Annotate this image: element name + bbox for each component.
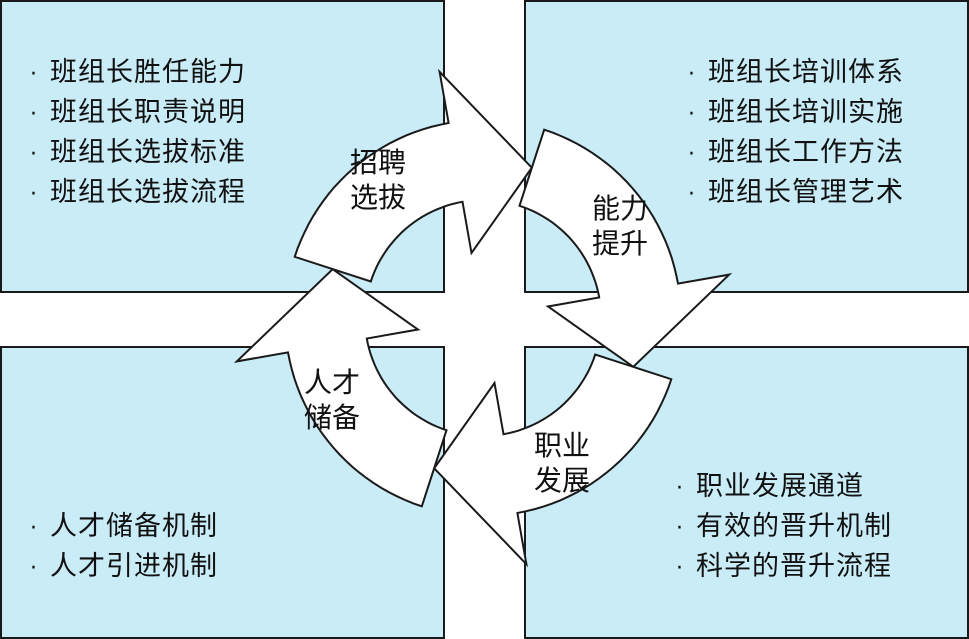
list-item: ·班组长培训实施 xyxy=(688,94,904,134)
bullet-icon: · xyxy=(688,142,696,167)
stage-label-line: 人才 xyxy=(304,366,360,399)
bullet-icon: · xyxy=(676,516,684,541)
list-item: ·科学的晋升流程 xyxy=(676,548,892,588)
bullet-icon: · xyxy=(688,182,696,207)
recruit-select-list: ·班组长胜任能力 ·班组长职责说明 ·班组长选拔标准 ·班组长选拔流程 xyxy=(30,54,246,214)
bullet-icon: · xyxy=(688,62,696,87)
career-list: ·职业发展通道 ·有效的晋升机制 ·科学的晋升流程 xyxy=(676,468,892,588)
list-item: ·班组长选拔标准 xyxy=(30,134,246,174)
bullet-icon: · xyxy=(676,556,684,581)
quadrant-recruit-select: ·班组长胜任能力 ·班组长职责说明 ·班组长选拔标准 ·班组长选拔流程 xyxy=(0,0,445,293)
stage-label-line: 选拔 xyxy=(350,181,406,214)
bullet-icon: · xyxy=(30,556,38,581)
arrow-career-to-reserve xyxy=(432,353,673,568)
arrow-reserve-to-recruit xyxy=(233,267,448,508)
cycle-arrows xyxy=(233,68,733,568)
list-item: ·有效的晋升机制 xyxy=(676,508,892,548)
list-item: ·人才储备机制 xyxy=(30,508,218,548)
list-item: ·班组长职责说明 xyxy=(30,94,246,134)
list-item: ·班组长培训体系 xyxy=(688,54,904,94)
bullet-icon: · xyxy=(30,516,38,541)
bullet-icon: · xyxy=(30,142,38,167)
bullet-icon: · xyxy=(30,102,38,127)
stage-label-line: 能力 xyxy=(592,192,648,225)
bullet-icon: · xyxy=(30,62,38,87)
stage-label-line: 提升 xyxy=(592,227,648,260)
bullet-icon: · xyxy=(676,476,684,501)
stage-labels: 招聘 选拔 能力 提升 职业 发展 人才 储备 xyxy=(304,146,648,497)
list-item: ·职业发展通道 xyxy=(676,468,892,508)
list-item: ·班组长胜任能力 xyxy=(30,54,246,94)
arrow-capability-to-career xyxy=(518,128,733,369)
stage-label-line: 职业 xyxy=(534,429,590,462)
list-item: ·班组长管理艺术 xyxy=(688,174,904,214)
capability-list: ·班组长培训体系 ·班组长培训实施 ·班组长工作方法 ·班组长管理艺术 xyxy=(688,54,904,214)
talent-reserve-list: ·人才储备机制 ·人才引进机制 xyxy=(30,508,218,588)
list-item: ·人才引进机制 xyxy=(30,548,218,588)
list-item: ·班组长选拔流程 xyxy=(30,174,246,214)
stage-label-line: 发展 xyxy=(534,464,590,497)
bullet-icon: · xyxy=(30,182,38,207)
list-item: ·班组长工作方法 xyxy=(688,134,904,174)
stage-label-line: 招聘 xyxy=(350,146,406,179)
bullet-icon: · xyxy=(688,102,696,127)
arrow-recruit-to-capability xyxy=(293,68,534,283)
quadrant-capability: ·班组长培训体系 ·班组长培训实施 ·班组长工作方法 ·班组长管理艺术 xyxy=(524,0,969,293)
stage-label-line: 储备 xyxy=(304,401,360,434)
